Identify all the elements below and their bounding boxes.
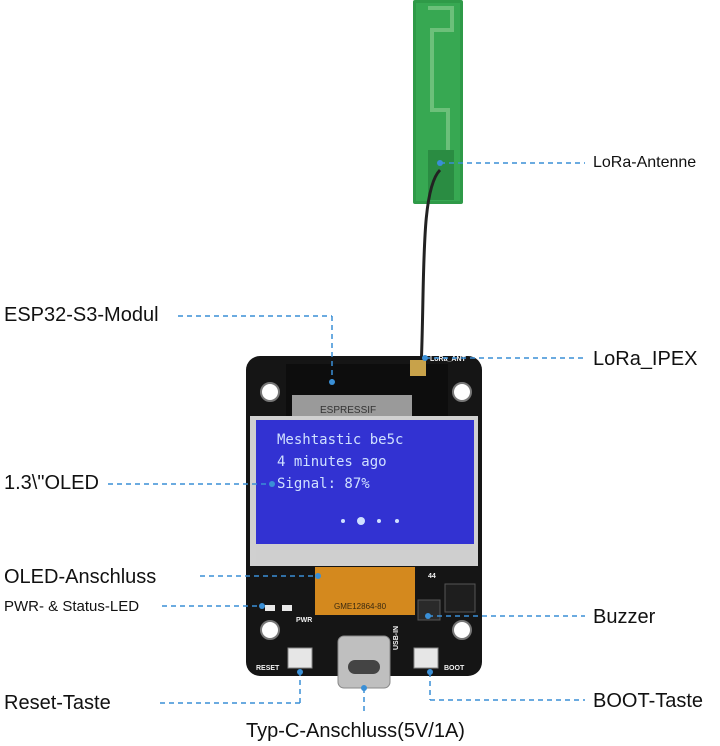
- oled-page-dot: [395, 519, 399, 523]
- lora-antenna: [413, 0, 463, 204]
- oled-screen: [256, 420, 474, 544]
- pwr-silk: PWR: [296, 617, 312, 624]
- oled-line-3: Signal: 87%: [277, 476, 370, 492]
- boot-silk: BOOT: [444, 665, 465, 672]
- usb-in-silk: USB-IN: [393, 626, 400, 650]
- pcb-board: ESPRESSIF LoRa_ANT Meshtastic be5c 4 min…: [246, 356, 482, 689]
- oled-cable-silk: GME12864-80: [334, 602, 387, 611]
- oled-line-2: 4 minutes ago: [277, 454, 387, 470]
- espressif-text: ESPRESSIF: [320, 405, 376, 416]
- label-typc-anschluss: Typ-C-Anschluss(5V/1A): [246, 720, 465, 742]
- reset-button: [287, 647, 313, 669]
- reset-silk: RESET: [256, 665, 280, 672]
- label-oled: 1.3\"OLED: [4, 472, 99, 494]
- lora-ant-silk: LoRa_ANT: [430, 356, 467, 363]
- led-icon: [265, 605, 275, 611]
- marker-silk: 44: [428, 573, 436, 580]
- label-reset-taste: Reset-Taste: [4, 692, 111, 714]
- label-lora-antenne: LoRa-Antenne: [593, 154, 697, 171]
- oled-page-dot: [341, 519, 345, 523]
- antenna-cable: [419, 168, 442, 371]
- oled-line-1: Meshtastic be5c: [277, 432, 403, 448]
- label-lora-ipex: LoRa_IPEX: [593, 348, 698, 370]
- leader-lines: [108, 162, 585, 715]
- label-boot-taste: BOOT-Taste: [593, 690, 704, 712]
- ipex-connector-icon: [410, 360, 426, 376]
- oled-page-dot: [357, 517, 365, 525]
- label-buzzer: Buzzer: [593, 606, 656, 628]
- boot-button: [413, 647, 439, 669]
- oled-fpc-cable: [315, 567, 415, 615]
- leader-dots: [259, 160, 443, 691]
- oled-page-dots: [341, 517, 399, 525]
- oled-page-dot: [377, 519, 381, 523]
- label-oled-anschluss: OLED-Anschluss: [4, 566, 157, 588]
- label-esp32-modul: ESP32-S3-Modul: [4, 304, 159, 326]
- buzzer-chip-icon: [417, 599, 441, 621]
- label-pwr-status-led: PWR- & Status-LED: [4, 598, 140, 615]
